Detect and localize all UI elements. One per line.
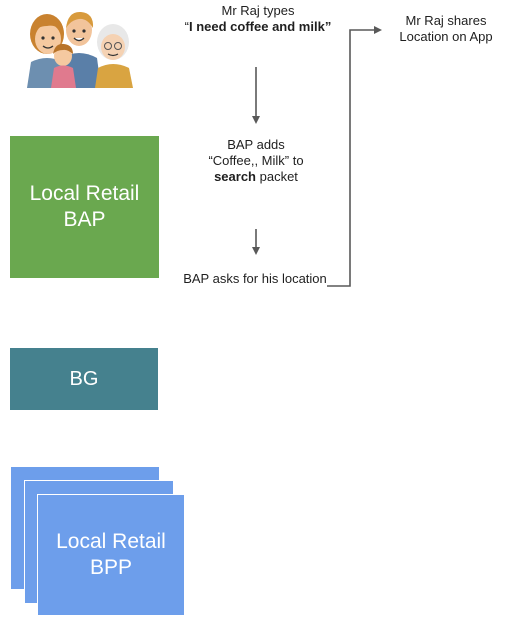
step1-bold-text: I need coffee and milk” <box>189 19 332 34</box>
step-mr-raj-types: Mr Raj types “I need coffee and milk” <box>168 3 348 35</box>
step-bap-asks-location: BAP asks for his location <box>180 271 330 287</box>
step2-line2: “Coffee,, Milk” to <box>208 153 304 168</box>
bpp-box: Local Retail BPP <box>37 494 185 616</box>
step1-quote-open: “ <box>184 19 189 34</box>
bg-box-label: BG <box>69 367 99 390</box>
step2-line1: BAP adds <box>227 137 285 152</box>
step2-bold-text: search <box>214 169 256 184</box>
family-illustration-icon <box>27 11 133 88</box>
step2-rest: packet <box>256 169 298 184</box>
bg-box: BG <box>10 348 158 410</box>
bap-box-label: Local Retail BAP <box>29 182 140 231</box>
bap-box: Local Retail BAP <box>10 136 159 278</box>
step-mr-raj-shares-location: Mr Raj shares Location on App <box>386 13 506 45</box>
step1-line1: Mr Raj types <box>221 3 295 18</box>
bpp-box-label: Local Retail BPP <box>56 530 166 579</box>
step3-text: BAP asks for his location <box>183 271 327 286</box>
arrow-step3-to-step4 <box>327 26 382 287</box>
step4-text: Mr Raj shares Location on App <box>399 13 493 44</box>
step-bap-adds: BAP adds “Coffee,, Milk” to search packe… <box>176 137 336 185</box>
